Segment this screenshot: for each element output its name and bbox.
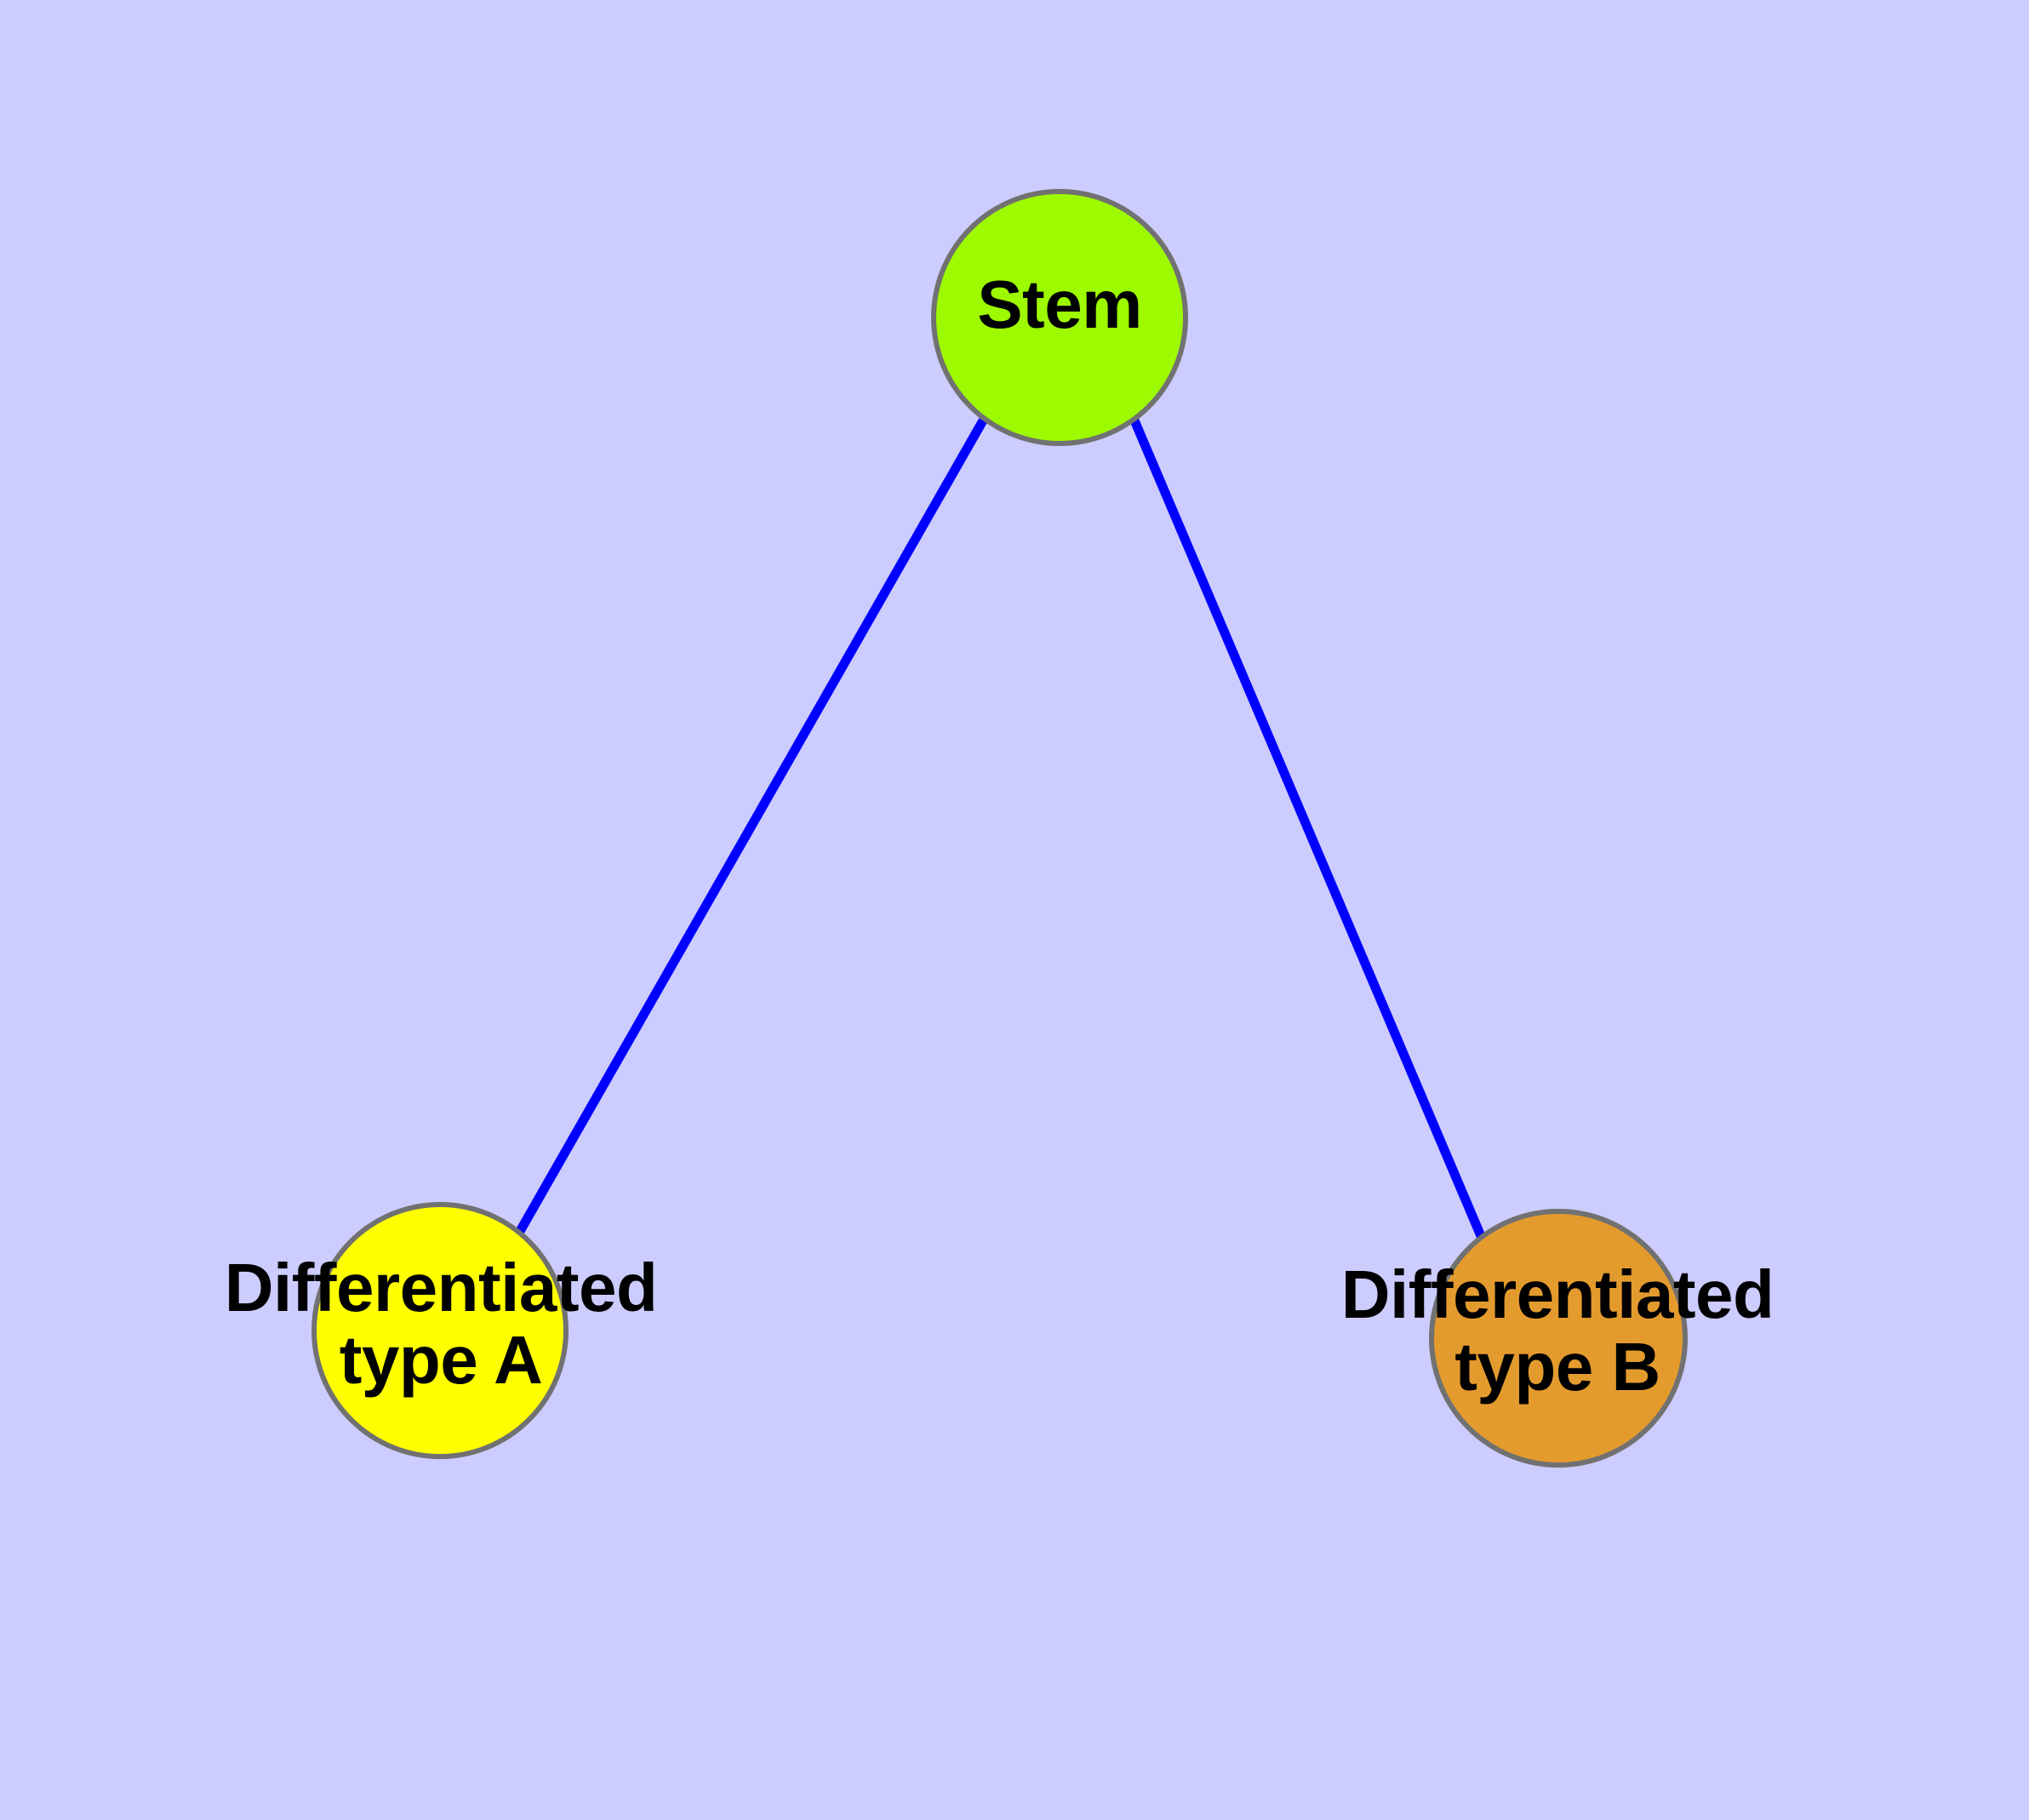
node-differentiated-type-b[interactable] — [1429, 1209, 1688, 1468]
node-label-differentiated-type-b: Differentiated type B — [1340, 1256, 1775, 1405]
node-stem[interactable] — [931, 189, 1188, 446]
node-label-differentiated-type-a: Differentiated type A — [224, 1250, 658, 1398]
node-differentiated-type-a[interactable] — [311, 1202, 569, 1459]
edge-stem-to-differentiated-type-a — [515, 418, 987, 1235]
edge-stem-to-differentiated-type-b — [1129, 418, 1486, 1239]
node-label-stem: Stem — [977, 266, 1142, 342]
